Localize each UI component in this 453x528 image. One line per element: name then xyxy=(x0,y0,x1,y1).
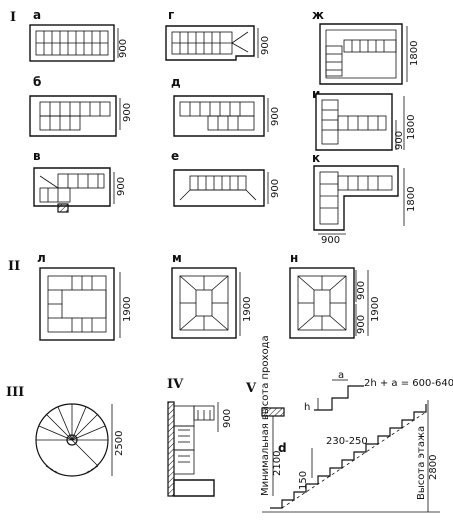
plan-d-dim: 900 xyxy=(270,107,281,126)
group-label-IV: IV xyxy=(167,377,184,392)
plan-i-dim-small: 900 xyxy=(394,131,405,150)
plan-m-dim: 1900 xyxy=(242,297,253,322)
plan-n-dim-3: 1900 xyxy=(370,297,381,322)
plan-label-l: л xyxy=(37,251,46,265)
section-min-title: Минимальная высота прохода xyxy=(260,335,271,496)
plan-v-dim: 900 xyxy=(116,177,127,196)
plan-n-dim-1: 900 xyxy=(356,281,367,300)
plan-label-k: к xyxy=(312,151,320,165)
group-label-V: V xyxy=(245,381,257,396)
section-d-label: d xyxy=(278,441,287,455)
group-label-I: I xyxy=(10,10,16,25)
plan-a: а 900 xyxy=(29,8,129,62)
plan-e-walls xyxy=(173,169,265,207)
spiral-dim: 2500 xyxy=(114,431,125,456)
plan-label-zh: ж xyxy=(312,8,324,22)
plan-label-e: е xyxy=(171,149,179,163)
section-floor-title: Высота этажа xyxy=(416,426,427,500)
plan-v-walls xyxy=(33,167,111,207)
plan-i-dim-big: 1800 xyxy=(406,115,417,140)
plan-label-b: б xyxy=(33,75,41,89)
spiral-stair: 2500 xyxy=(35,403,125,477)
section-gap-label: 150 xyxy=(298,471,309,490)
plan-label-v: в xyxy=(33,149,41,163)
plan-g: г 900 xyxy=(165,8,271,61)
plan-i-walls xyxy=(315,93,393,151)
plan-k-dim-side: 1800 xyxy=(406,187,417,212)
section-stair-profile xyxy=(270,404,427,509)
section-min-value: 2100 xyxy=(272,451,283,476)
plan-b-dim: 900 xyxy=(122,103,133,122)
plan-zh-walls xyxy=(319,23,403,85)
section-a-label: a xyxy=(338,370,344,381)
plan-k: к 1800 900 xyxy=(312,151,417,246)
section-floor-value: 2800 xyxy=(428,455,439,480)
plan-label-d: д xyxy=(171,75,181,89)
plan-a-dim: 900 xyxy=(118,39,129,58)
plan-zh-dim: 1800 xyxy=(409,41,420,66)
plan-iv: 900 xyxy=(167,401,233,497)
plan-zh: ж 1800 xyxy=(312,8,420,85)
plan-l-dim: 1900 xyxy=(122,297,133,322)
plan-l: л 1900 xyxy=(37,251,133,341)
plan-e: е 900 xyxy=(171,149,281,207)
plan-n-dim-2: 900 xyxy=(356,315,367,334)
plan-m: м 1900 xyxy=(171,251,253,339)
section-step-label: 230-250 xyxy=(326,436,368,447)
plan-i: и 900 1800 xyxy=(312,87,417,151)
plan-n: н 900 900 1900 xyxy=(289,251,381,339)
group-label-II: II xyxy=(8,259,20,274)
plan-iv-dim: 900 xyxy=(222,409,233,428)
plan-k-walls xyxy=(313,165,399,231)
plan-label-m: м xyxy=(172,251,182,265)
section-h-label: h xyxy=(304,402,310,413)
group-label-III: III xyxy=(6,385,24,400)
plan-b: б 900 xyxy=(29,75,133,137)
plan-k-dim-bottom: 900 xyxy=(321,235,340,246)
plan-a-treads xyxy=(43,31,101,55)
section-v: 2h + a = 600-640 a h Минимальная высота … xyxy=(260,335,453,513)
plan-v: в 900 xyxy=(33,149,127,213)
plan-e-dim: 900 xyxy=(270,179,281,198)
plan-d: д 900 xyxy=(171,75,281,137)
plan-label-g: г xyxy=(168,8,174,22)
plan-label-n: н xyxy=(290,251,298,265)
section-formula: 2h + a = 600-640 xyxy=(364,378,453,389)
plan-g-dim: 900 xyxy=(260,36,271,55)
plan-label-a: а xyxy=(33,8,41,22)
